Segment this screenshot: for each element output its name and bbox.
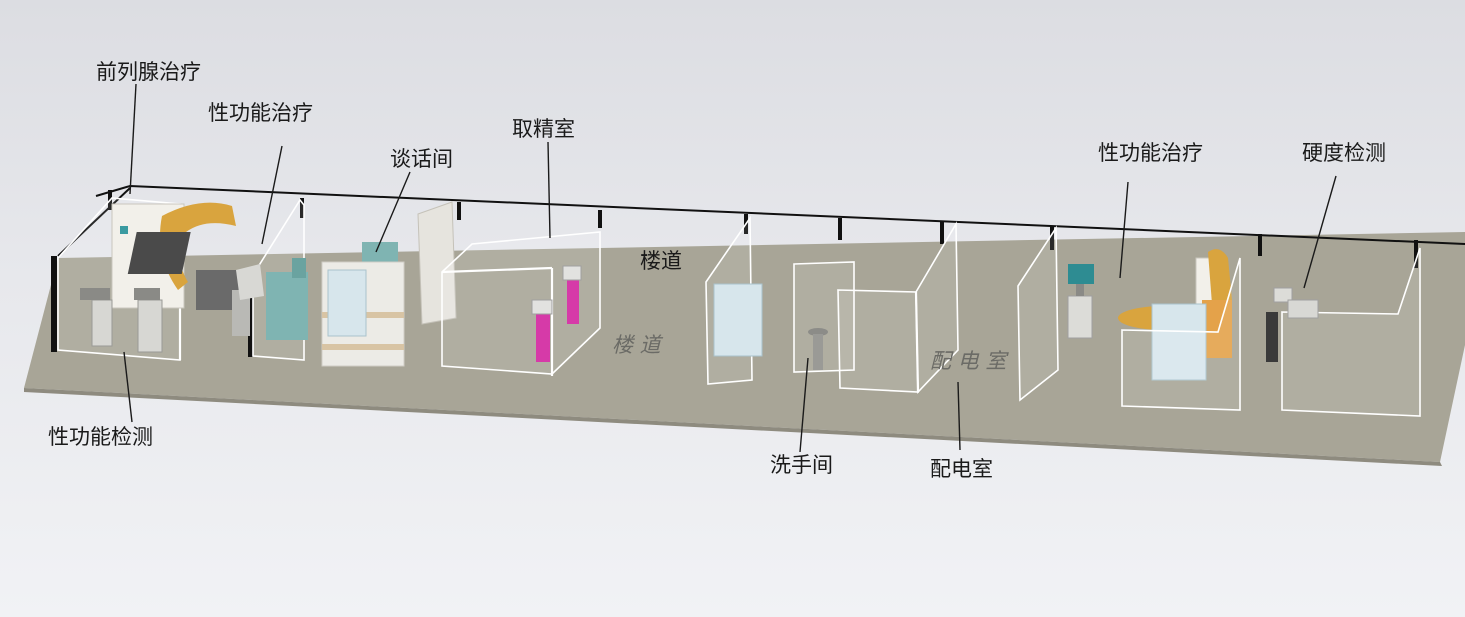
leader-sexual-function-test [123,351,133,423]
room-sexual-function-treatment-right [1067,249,1241,411]
label-sexual-function-test: 性功能检测 [48,425,153,449]
leader-sexual-function-treatment-right [1119,181,1129,279]
leader-sperm-collection-room [547,141,551,239]
room-hardness-test [1266,247,1421,417]
room-consultation [321,201,457,367]
room-power [1017,225,1059,402]
wall-post [248,275,253,357]
label-hardness-test: 硬度检测 [1302,141,1386,165]
room-washroom [705,215,959,394]
wall-post [300,198,304,218]
wall-post [457,202,461,220]
pink-device [567,276,579,324]
leader-consultation-room [375,171,411,253]
info-poster [327,269,367,337]
leader-power-room [957,381,961,451]
leader-prostate-treatment [129,83,137,195]
label-power-room: 配电室 [930,457,993,481]
info-poster [1151,303,1207,381]
floor-text-power-room: 配 电 室 [930,349,1009,373]
hardness-test-device [1266,312,1278,362]
test-device [137,299,163,353]
treatment-chair [232,290,250,336]
label-sexual-function-treatment-left: 性功能治疗 [208,101,313,125]
label-sexual-function-treatment-right: 性功能治疗 [1098,141,1203,165]
leader-hardness-test [1303,175,1337,289]
floor-text-corridor: 楼 道 [612,333,664,357]
wall-post [940,222,944,244]
wall-post [1050,226,1054,250]
floor-front-edge [24,388,1442,466]
label-prostate-treatment: 前列腺治疗 [96,60,201,84]
pink-device [536,310,550,362]
monitor-station [1068,264,1094,284]
teal-cabinet [266,272,308,340]
wall-post [838,218,842,240]
room-sperm-collection [441,231,601,376]
info-poster [713,283,763,357]
room-sexual-function-treatment-left [232,198,308,361]
label-consultation-room: 谈话间 [390,147,453,171]
wall-post [51,256,57,352]
wall-panel [417,201,457,325]
wall-post [1258,234,1262,256]
leader-washroom [799,357,809,453]
test-device [91,299,113,347]
leader-sexual-function-treatment-left [261,145,283,245]
wall-post [1414,240,1418,268]
label-corridor: 楼道 [640,249,682,273]
wall-post [598,210,602,228]
room-prostate-treatment [57,197,240,361]
label-sperm-collection-room: 取精室 [512,117,575,141]
label-washroom: 洗手间 [770,453,833,477]
